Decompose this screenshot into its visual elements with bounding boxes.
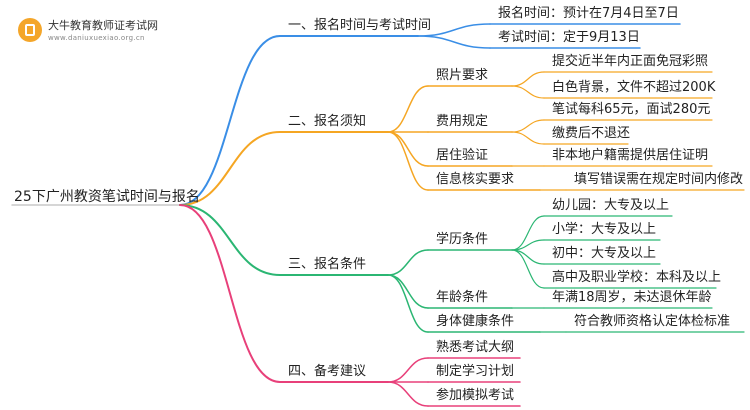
- detail-item: 填写错误需在规定时间内修改: [574, 172, 744, 187]
- detail-connector: [511, 119, 545, 133]
- logo-title: 大牛教育教师证考试网: [48, 19, 158, 32]
- subtopic: 熟悉考试大纲: [436, 340, 515, 355]
- detail-item: 白色背景，文件不超过200K: [552, 80, 716, 95]
- detail-item: 笔试每科65元，面试280元: [552, 102, 711, 117]
- detail-item: 缴费后不退还: [552, 126, 631, 141]
- detail-item: 提交近半年内正面免冠彩照: [552, 54, 709, 69]
- subtopic: 参加模拟考试: [436, 388, 515, 403]
- subtopic: 信息核实要求: [436, 172, 515, 187]
- detail-item: 年满18周岁，未达退休年龄: [552, 290, 712, 305]
- subtopic-connector: [387, 274, 429, 333]
- subtopic-connector: [417, 35, 491, 49]
- detail-connector: [511, 215, 545, 251]
- subtopic: 制定学习计划: [436, 364, 515, 379]
- branch-topic: 二、报名须知: [288, 114, 367, 129]
- detail-item: 初中：大专及以上: [552, 246, 657, 261]
- detail-connector: [511, 249, 545, 265]
- branch-topic: 四、备考建议: [288, 364, 367, 379]
- subtopic-connector: [387, 131, 429, 191]
- subtopic-connector: [387, 381, 429, 407]
- branch-connector: [179, 204, 281, 276]
- logo-url: www.daniuxuexiao.org.cn: [48, 34, 145, 42]
- root-topic: 25下广州教资笔试时间与报名: [14, 189, 200, 205]
- detail-connector: [511, 85, 545, 99]
- detail-item: 高中及职业学校：本科及以上: [552, 270, 722, 285]
- subtopic: 费用规定: [436, 114, 489, 129]
- detail-connector: [511, 249, 545, 289]
- subtopic: 考试时间：定于9月13日: [498, 30, 640, 45]
- subtopic: 报名时间：预计在7月4日至7日: [498, 6, 679, 21]
- branch-connector: [179, 35, 281, 206]
- site-logo: 大牛教育教师证考试网 www.daniuxuexiao.org.cn: [4, 14, 184, 48]
- subtopic: 照片要求: [436, 68, 489, 83]
- detail-item: 非本地户籍需提供居住证明: [552, 148, 709, 163]
- subtopic: 年龄条件: [436, 290, 489, 305]
- detail-item: 小学：大专及以上: [552, 222, 657, 237]
- detail-item: 符合教师资格认定体检标准: [574, 314, 731, 329]
- subtopic-connector: [387, 249, 429, 276]
- branch-topic: 三、报名条件: [288, 257, 367, 272]
- subtopic: 居住验证: [436, 148, 489, 163]
- branch-connector: [179, 204, 281, 383]
- detail-connector: [511, 71, 545, 87]
- branch-connector: [179, 131, 281, 206]
- branch-topic: 一、报名时间与考试时间: [288, 18, 432, 33]
- subtopic: 身体健康条件: [436, 314, 515, 329]
- subtopic: 学历条件: [436, 232, 489, 247]
- subtopic-connector: [387, 85, 429, 133]
- subtopic-connector: [387, 357, 429, 383]
- detail-item: 幼儿园：大专及以上: [552, 198, 670, 213]
- book-icon: [18, 18, 42, 42]
- detail-connector: [511, 131, 545, 145]
